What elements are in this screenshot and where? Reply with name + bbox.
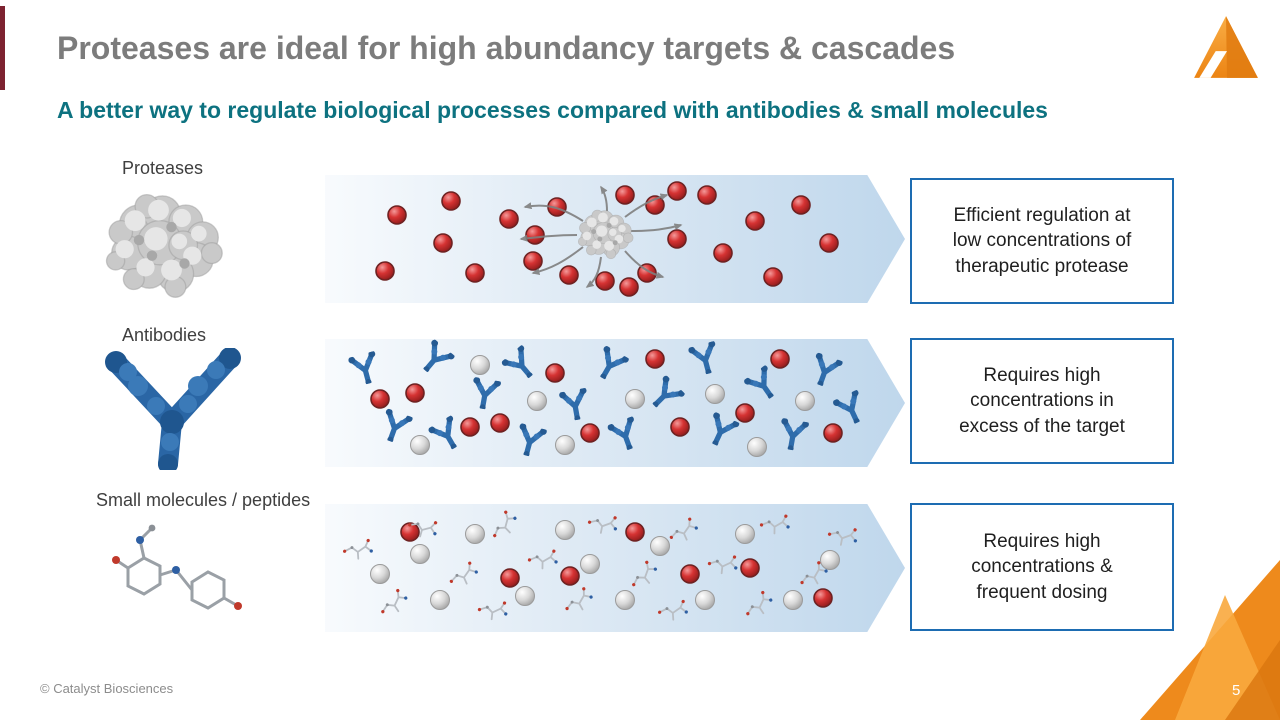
protease-icon (105, 193, 223, 298)
row-label-proteases: Proteases (122, 158, 204, 178)
flow-band-small-molecules (325, 504, 905, 632)
result-box-proteases: Efficient regulation at low concentratio… (910, 178, 1174, 304)
page-number: 5 (1232, 682, 1241, 699)
row-label-small-molecules: Small molecules / peptides (96, 490, 311, 510)
company-logo-icon (1194, 16, 1258, 78)
slide-subtitle: A better way to regulate biological proc… (57, 97, 1048, 123)
left-accent-bar (0, 6, 5, 90)
result-box-small-molecules: Requires high concentrations & frequent … (910, 503, 1174, 631)
antibody-icon (105, 348, 241, 470)
antibody-mechanism-graphic (325, 339, 905, 467)
row-label-antibodies: Antibodies (122, 325, 207, 345)
slide-title: Proteases are ideal for high abundancy t… (57, 30, 956, 66)
copyright-text: © Catalyst Biosciences (40, 681, 174, 696)
flow-band-antibodies (325, 339, 905, 467)
result-text-proteases: Efficient regulation at low concentratio… (952, 204, 1132, 277)
flow-band-proteases (325, 175, 905, 303)
result-text-antibodies: Requires high concentrations in excess o… (959, 364, 1125, 437)
protease-mechanism-graphic (375, 181, 839, 297)
small-molecule-mechanism-graphic (340, 505, 863, 625)
result-text-small-molecules: Requires high concentrations & frequent … (971, 530, 1113, 603)
regulation-arrows (519, 185, 683, 288)
result-box-antibodies: Requires high concentrations in excess o… (910, 338, 1174, 464)
corner-decoration (1140, 560, 1280, 720)
small-molecule-icon (112, 524, 242, 610)
